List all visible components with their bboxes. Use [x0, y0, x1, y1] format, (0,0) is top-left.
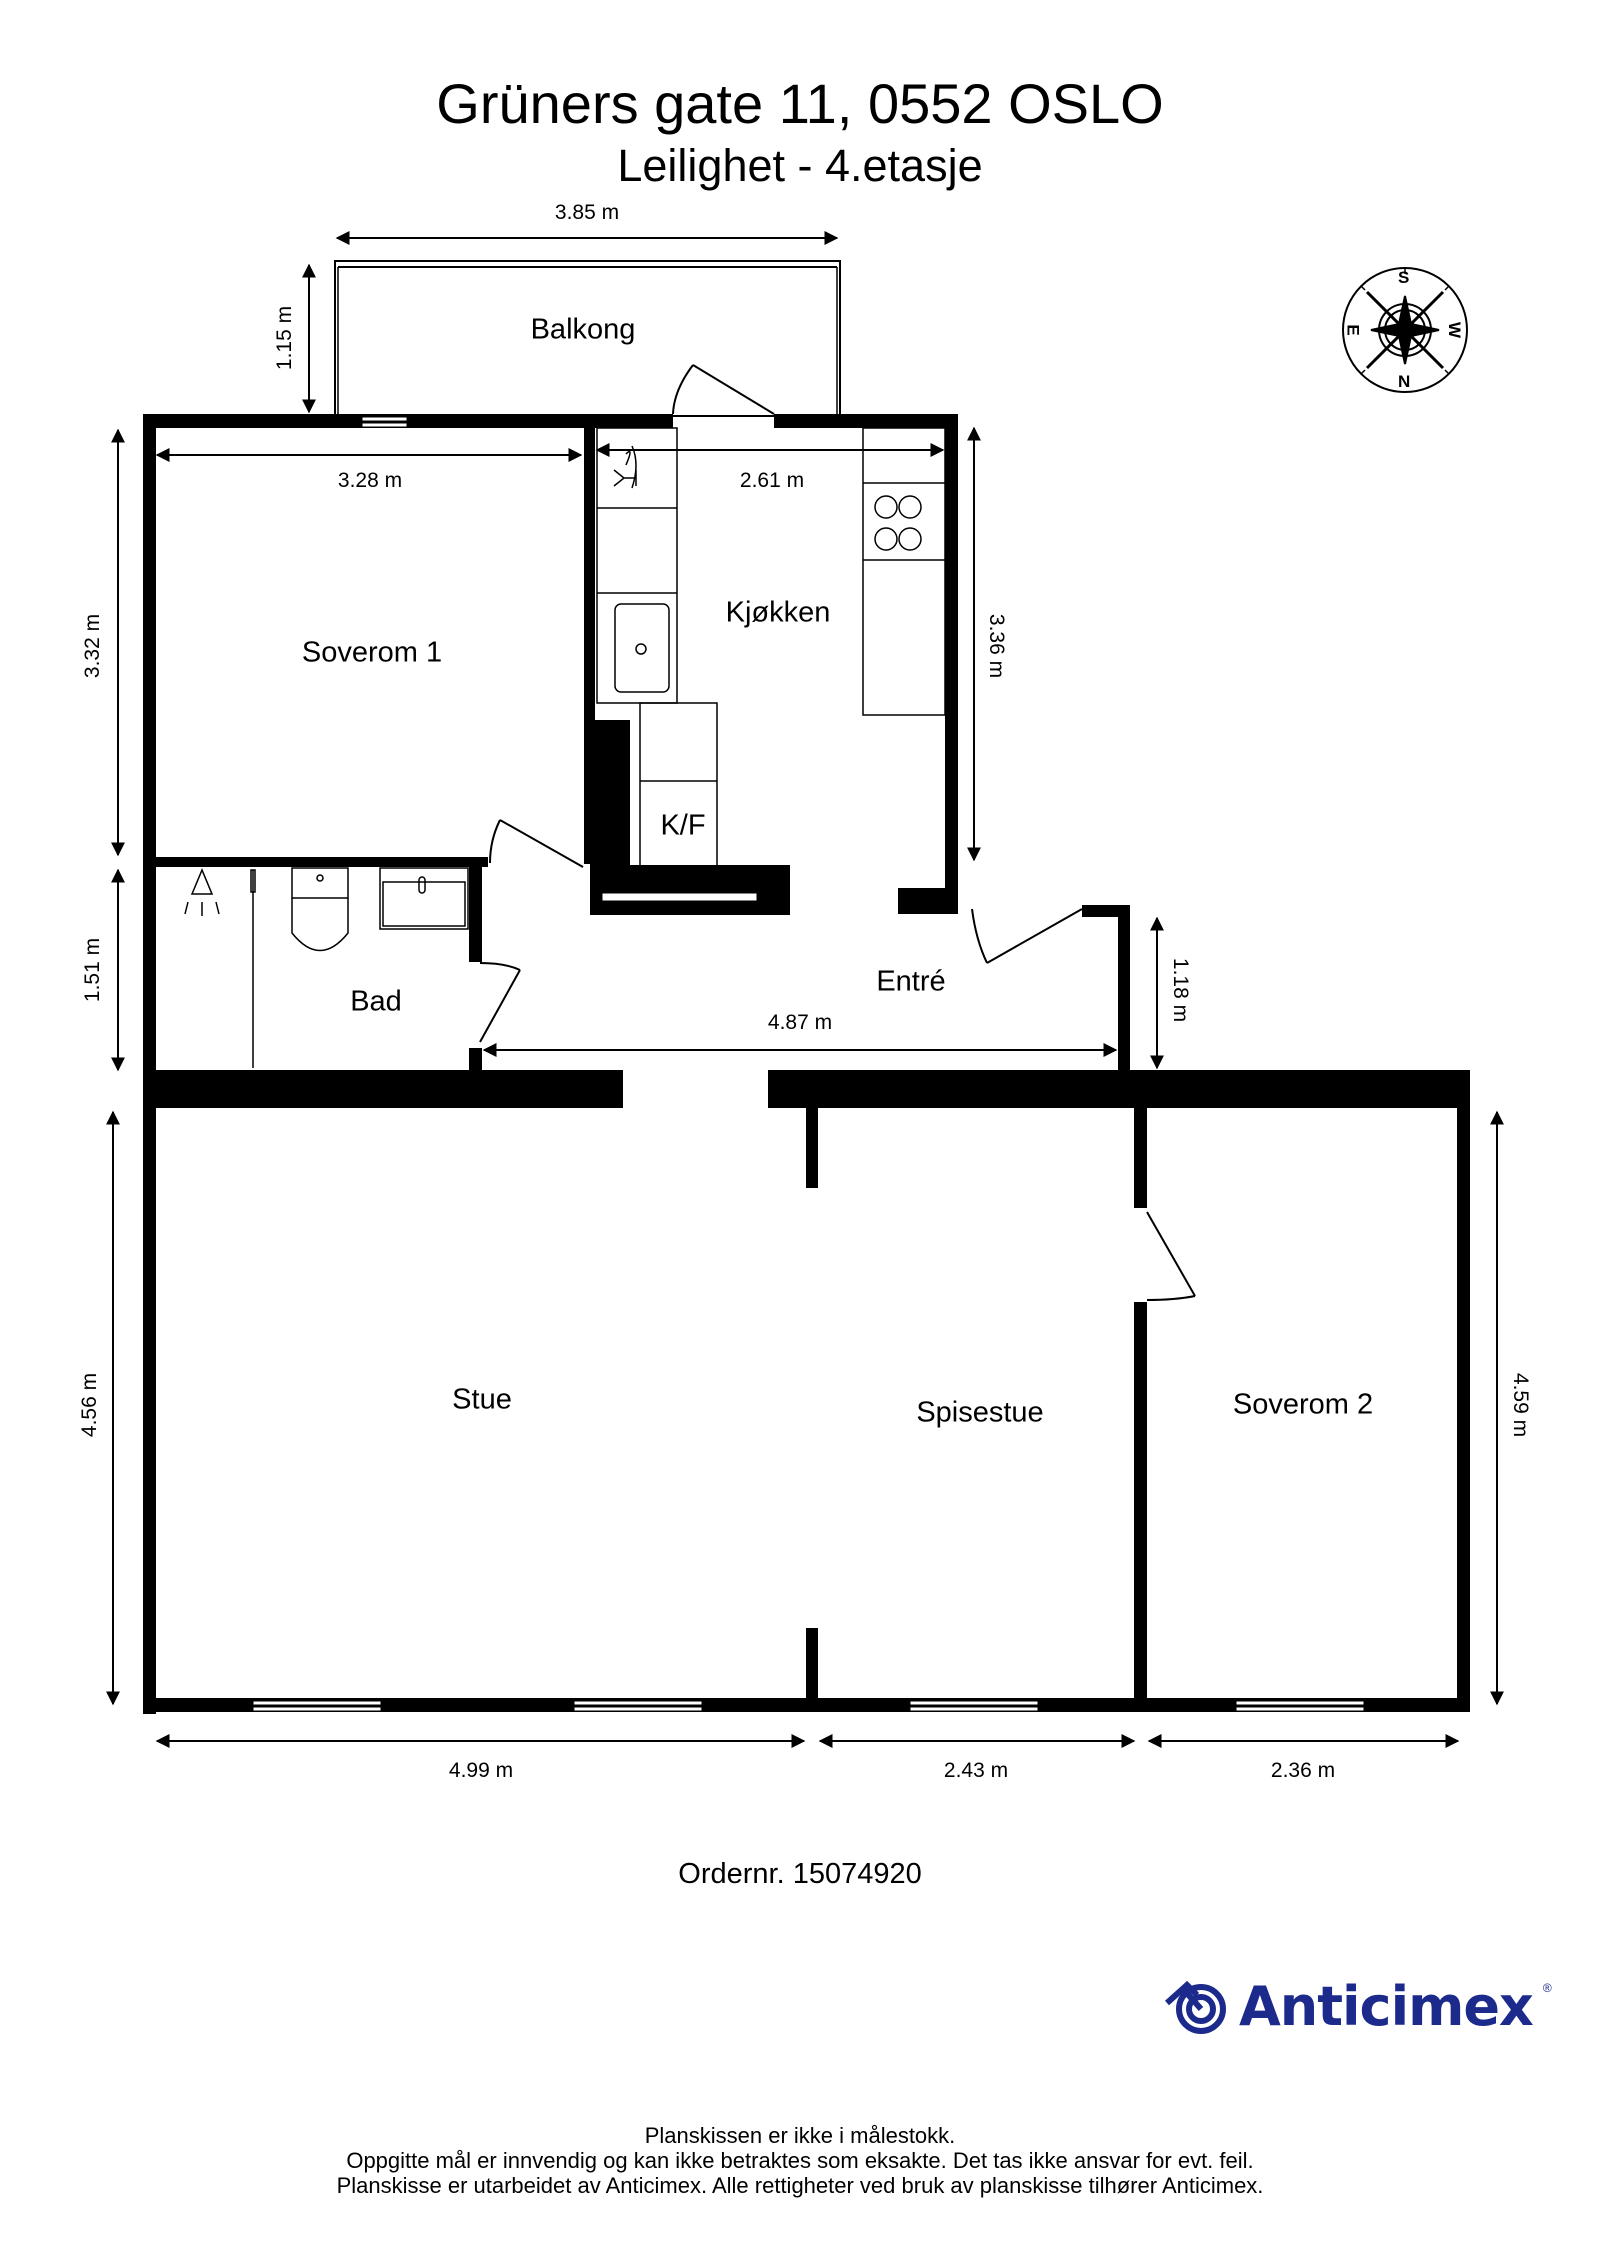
address-title: Grüners gate 11, 0552 OSLO [436, 72, 1164, 135]
compass-north-label: N [1398, 372, 1411, 391]
room-label-entre: Entré [876, 965, 946, 998]
dim-spisestue-width: 2.43 m [943, 1759, 1009, 1782]
walls [143, 414, 1470, 1714]
dim-soverom2-height: 4.59 m [1509, 1372, 1532, 1438]
anticimex-logo: Anticimex ® [1163, 1975, 1552, 2038]
dim-balkong-width: 3.85 m [554, 201, 620, 224]
room-label-stue: Stue [452, 1383, 512, 1416]
compass-letters: S N E W [1343, 268, 1467, 392]
disclaimer: Planskissen er ikke i målestokk. Oppgitt… [0, 2123, 1600, 2198]
room-label-spisestue: Spisestue [916, 1396, 1044, 1429]
room-label-kjokken: Kjøkken [725, 596, 831, 629]
order-number: Ordernr. 15074920 [678, 1858, 922, 1890]
dim-kjokken-width: 2.61 m [739, 469, 805, 492]
dim-soverom1-height: 3.32 m [81, 613, 104, 679]
compass-rose-icon [1342, 267, 1468, 393]
disclaimer-line-2: Oppgitte mål er innvendig og kan ikke be… [346, 2148, 1254, 2173]
compass-south-label: S [1398, 268, 1410, 287]
room-label-soverom-1: Soverom 1 [301, 636, 443, 669]
kitchen-fixtures [596, 427, 946, 867]
dim-entre-width: 4.87 m [767, 1011, 833, 1034]
dim-entre-height: 1.18 m [1169, 957, 1192, 1023]
disclaimer-line-1: Planskissen er ikke i målestokk. [644, 2123, 956, 2148]
bathroom-fixtures [184, 867, 469, 1068]
dim-kjokken-height: 3.36 m [985, 613, 1008, 679]
dim-bad-height: 1.51 m [81, 937, 104, 1003]
registered-mark: ® [1542, 1981, 1552, 1995]
disclaimer-line-3: Planskisse er utarbeidet av Anticimex. A… [336, 2173, 1264, 2198]
room-label-balkong: Balkong [530, 313, 636, 346]
room-label-bad: Bad [350, 985, 402, 1018]
anticimex-logo-text: Anticimex [1239, 1975, 1534, 2038]
dimension-lines [106, 231, 1504, 1748]
dim-soverom2-width: 2.36 m [1270, 1759, 1336, 1782]
room-label-kf: K/F [660, 809, 706, 842]
dim-balkong-depth: 1.15 m [273, 305, 296, 371]
floor-subtitle: Leilighet - 4.etasje [617, 140, 983, 191]
doors [479, 364, 1196, 1301]
dim-stue-height: 4.56 m [78, 1372, 101, 1438]
compass-east-label: E [1343, 324, 1363, 336]
anticimex-logo-icon [1164, 1980, 1226, 2034]
room-label-soverom-2: Soverom 2 [1232, 1388, 1374, 1421]
compass-west-label: W [1445, 321, 1465, 339]
dim-stue-width: 4.99 m [448, 1759, 514, 1782]
windows [252, 416, 1365, 1712]
dim-soverom1-width: 3.28 m [337, 469, 403, 492]
